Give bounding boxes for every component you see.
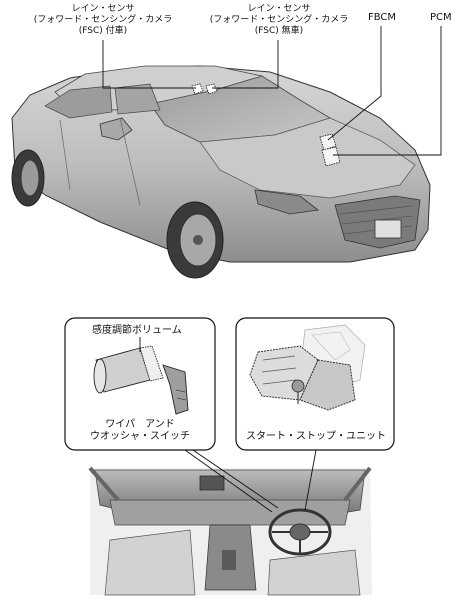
label-start-stop-unit: スタート・ストップ・ユニット [246,431,386,442]
leader-lines-top [102,26,442,156]
label-fbcm: FBCM [368,12,397,23]
car-illustration [11,65,431,279]
label-rain-sensor-with-fsc: レイン・センサ (フォワード・センシング・カメラ (FSC) 付車) [33,4,173,36]
start-stop-unit-detail [235,317,395,451]
wiper-switch-detail [64,317,216,451]
label-rain-sensor-without-fsc: レイン・センサ (フォワード・センシング・カメラ (FSC) 無車) [209,4,349,36]
label-sensitivity-volume: 感度調節ボリューム [92,325,182,336]
label-wiper-washer-switch: ワイパ アンド ウオッシャ・スイッチ [90,419,190,442]
leader-lines-bottom [184,449,317,513]
label-pcm: PCM [430,12,452,23]
dashboard-illustration [88,466,372,596]
